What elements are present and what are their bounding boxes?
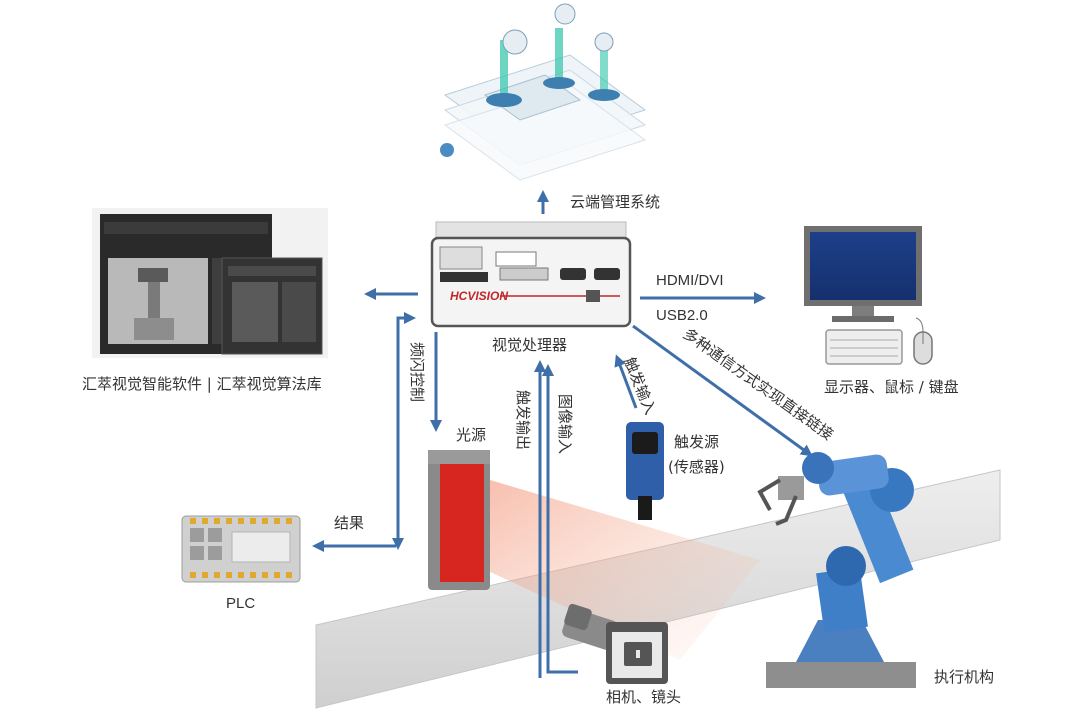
result-label: 结果 <box>334 514 364 532</box>
robot-arm-icon <box>757 452 916 688</box>
plc-label: PLC <box>226 595 255 612</box>
software-screenshot <box>92 208 328 358</box>
sensor-label: (传感器) <box>668 458 725 476</box>
light-source-label: 光源 <box>456 426 486 444</box>
keyboard-icon <box>825 329 903 365</box>
vision-processor-icon: HCVISION <box>430 221 632 328</box>
multi-comm-label: 多种通信方式实现直接链接 <box>680 325 837 444</box>
software-label: 汇萃视觉智能软件 | 汇萃视觉算法库 <box>82 375 322 393</box>
camera-lens-label: 相机、镜头 <box>606 688 681 706</box>
industrial-camera-icon <box>562 603 668 684</box>
photoelectric-sensor-icon <box>626 422 664 520</box>
brand-logo: HCVISION <box>450 289 508 303</box>
light-beam <box>486 480 760 660</box>
hdmi-label: HDMI/DVI <box>656 272 724 289</box>
multi-comm-arrow <box>632 324 813 457</box>
bar-light-icon <box>428 450 490 590</box>
plc-link-line <box>392 312 416 550</box>
trigger-output-label: 触发输出 <box>514 390 532 450</box>
actuator-label: 执行机构 <box>934 668 994 686</box>
cloud-platform-icon <box>440 3 647 181</box>
usb-label: USB2.0 <box>656 307 708 324</box>
image-input-label: 图像输入 <box>556 394 574 454</box>
mouse-icon <box>913 317 933 365</box>
monitor-icon <box>804 226 922 322</box>
display-label: 显示器、鼠标 / 键盘 <box>824 378 959 396</box>
trigger-input-arrow <box>614 354 638 409</box>
strobe-control-label: 频闪控制 <box>408 342 426 402</box>
cloud-system-label: 云端管理系统 <box>570 193 660 211</box>
vision-processor-label: 视觉处理器 <box>492 336 567 354</box>
image-input-line <box>542 364 578 674</box>
plc-board-icon <box>181 515 301 583</box>
trigger-source-label: 触发源 <box>674 433 719 451</box>
